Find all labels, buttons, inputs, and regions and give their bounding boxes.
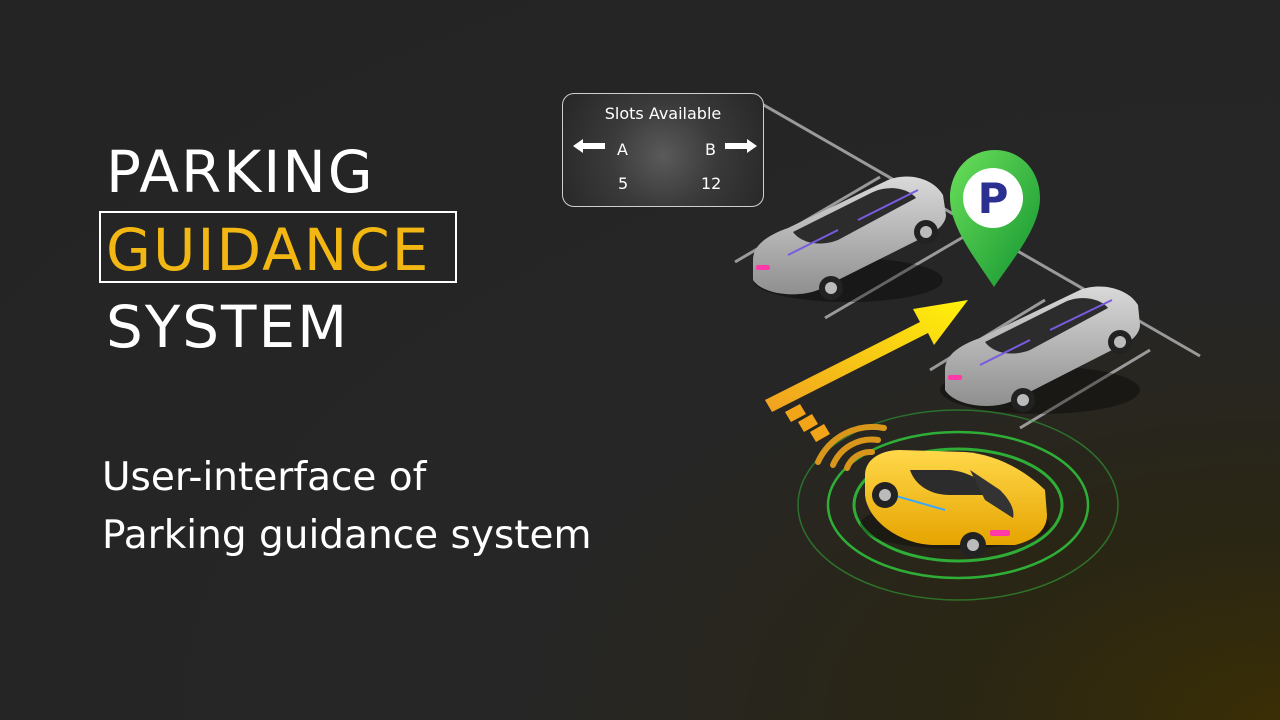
title-line-parking: PARKING bbox=[106, 138, 375, 206]
title-line-system: SYSTEM bbox=[106, 293, 350, 361]
zone-b-label: B bbox=[705, 140, 716, 159]
subtitle-line-2: Parking guidance system bbox=[102, 513, 592, 558]
zone-a-count: 5 bbox=[618, 174, 629, 193]
arrow-left-icon bbox=[573, 139, 605, 153]
car-icon bbox=[940, 286, 1140, 414]
location-pin-icon: P bbox=[950, 150, 1040, 287]
sensor-rings bbox=[797, 409, 1119, 601]
arrow-right-icon bbox=[725, 139, 757, 153]
car-icon bbox=[860, 450, 1050, 558]
title-line-guidance: GUIDANCE bbox=[106, 216, 431, 284]
subtitle-line-1: User-interface of bbox=[102, 455, 427, 500]
pin-letter: P bbox=[978, 174, 1009, 223]
car-icon bbox=[753, 176, 946, 302]
direction-arrow-icon bbox=[765, 300, 968, 442]
slots-available-panel: Slots Available A 5 B 12 bbox=[562, 93, 764, 207]
title-highlight-box bbox=[99, 211, 457, 283]
zone-b-count: 12 bbox=[701, 174, 722, 193]
signal-wave-icon bbox=[815, 423, 887, 471]
zone-a-label: A bbox=[617, 140, 628, 159]
slots-panel-title: Slots Available bbox=[604, 104, 722, 123]
